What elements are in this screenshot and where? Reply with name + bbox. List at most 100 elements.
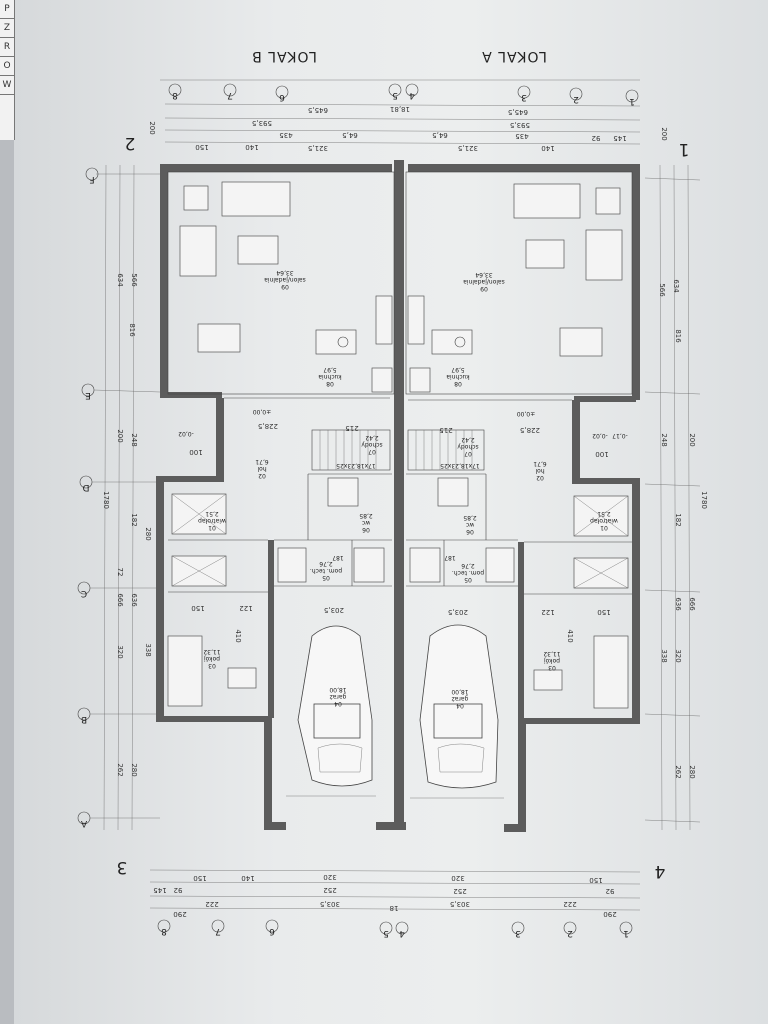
svg-text:18: 18 — [390, 904, 399, 912]
svg-text:303,5: 303,5 — [450, 900, 470, 908]
svg-text:150: 150 — [589, 876, 602, 884]
svg-text:122: 122 — [239, 604, 252, 612]
svg-text:3: 3 — [117, 857, 128, 877]
staircase-b — [311, 429, 391, 471]
svg-text:schody: schody — [457, 443, 479, 450]
svg-text:215: 215 — [439, 426, 452, 434]
room-labels-b: 09 salon/jadalnia 33,64 08 kuchnia 5,97 … — [198, 269, 383, 707]
svg-text:222: 222 — [205, 900, 218, 908]
svg-text:6: 6 — [269, 926, 275, 936]
edge-letter: O — [0, 57, 14, 76]
svg-text:1: 1 — [623, 928, 629, 938]
car-a — [419, 624, 499, 789]
svg-text:06: 06 — [362, 526, 370, 533]
svg-text:92: 92 — [174, 886, 183, 894]
interior-notes: ±0,00 ±0,00 -0,02 -0,02 -0,17 17x18,23x2… — [178, 408, 628, 643]
svg-text:200: 200 — [688, 433, 696, 446]
svg-text:04: 04 — [456, 702, 464, 709]
svg-text:150: 150 — [597, 608, 610, 616]
svg-text:187: 187 — [332, 554, 344, 561]
svg-text:hol: hol — [535, 467, 544, 474]
svg-text:C: C — [81, 588, 87, 598]
svg-text:150: 150 — [191, 604, 204, 612]
svg-text:07: 07 — [464, 450, 472, 457]
svg-text:435: 435 — [279, 131, 292, 139]
svg-text:-0,02: -0,02 — [178, 430, 194, 437]
svg-text:222: 222 — [563, 900, 576, 908]
svg-text:280: 280 — [144, 527, 152, 540]
row-axes-left: F E D C B A — [77, 164, 161, 831]
column-axes-top: 8 7 6 5 4 3 2 1 — [160, 79, 640, 106]
svg-text:252: 252 — [323, 886, 336, 894]
svg-text:645,5: 645,5 — [508, 108, 528, 116]
svg-text:262: 262 — [116, 763, 124, 776]
edge-letter: Z — [0, 19, 14, 38]
svg-text:-0,02: -0,02 — [592, 432, 608, 439]
svg-text:09: 09 — [281, 283, 289, 290]
svg-text:04: 04 — [334, 700, 342, 707]
svg-text:11,32: 11,32 — [203, 648, 220, 655]
svg-text:2,51: 2,51 — [205, 510, 219, 517]
svg-text:182: 182 — [130, 513, 138, 526]
svg-text:2: 2 — [573, 94, 579, 104]
svg-text:435: 435 — [515, 132, 528, 140]
svg-text:01: 01 — [600, 524, 608, 531]
column-axes-bottom: 8 7 6 5 4 3 2 1 150 140 320 320 150 92 1… — [149, 869, 641, 938]
svg-text:410: 410 — [566, 629, 574, 642]
svg-text:4: 4 — [655, 861, 666, 881]
svg-text:1: 1 — [679, 139, 690, 159]
svg-text:06: 06 — [466, 528, 474, 535]
svg-text:18,00: 18,00 — [451, 688, 468, 695]
svg-text:4: 4 — [409, 90, 415, 100]
svg-text:A: A — [80, 818, 87, 828]
svg-text:4: 4 — [399, 928, 405, 938]
svg-text:2,85: 2,85 — [463, 514, 477, 521]
svg-text:140: 140 — [245, 143, 258, 151]
svg-text:320: 320 — [674, 649, 682, 662]
svg-text:593,5: 593,5 — [510, 121, 530, 129]
svg-text:LOKAL B: LOKAL B — [251, 48, 317, 64]
svg-text:200: 200 — [116, 429, 124, 442]
svg-text:1: 1 — [629, 96, 635, 106]
svg-text:150: 150 — [195, 143, 208, 151]
svg-text:5,97: 5,97 — [451, 366, 465, 373]
svg-text:6,71: 6,71 — [533, 460, 547, 467]
svg-text:11,32: 11,32 — [543, 650, 560, 657]
svg-text:schody: schody — [361, 441, 383, 448]
svg-text:08: 08 — [454, 380, 462, 387]
svg-text:252: 252 — [453, 887, 466, 895]
svg-text:2,76: 2,76 — [461, 562, 475, 569]
svg-text:D: D — [82, 482, 89, 492]
corner-number-bl: 3 — [117, 857, 128, 877]
svg-text:09: 09 — [480, 285, 488, 292]
svg-text:pom. tech.: pom. tech. — [310, 567, 342, 574]
svg-text:816: 816 — [674, 329, 682, 343]
svg-text:64,5: 64,5 — [342, 131, 358, 139]
svg-text:634: 634 — [116, 273, 124, 287]
svg-text:2: 2 — [567, 928, 573, 938]
svg-text:E: E — [85, 390, 91, 400]
svg-text:17x18,23x25: 17x18,23x25 — [440, 462, 480, 469]
svg-text:320: 320 — [323, 873, 336, 881]
svg-text:07: 07 — [368, 448, 376, 455]
svg-text:LOKAL A: LOKAL A — [481, 48, 547, 64]
staircase-a — [407, 429, 485, 471]
title-block-edge: P Z R O W — [0, 0, 15, 140]
svg-text:64,5: 64,5 — [432, 131, 448, 139]
dimensions-side: 634 566 816 1780 200 248 182 280 666 636… — [102, 273, 708, 778]
svg-text:666: 666 — [116, 593, 124, 607]
svg-text:5: 5 — [392, 90, 398, 100]
building-walls — [156, 160, 640, 832]
car-b — [297, 625, 373, 787]
svg-text:321,5: 321,5 — [458, 144, 478, 152]
svg-text:6: 6 — [279, 92, 285, 102]
svg-text:±0,00: ±0,00 — [253, 408, 272, 415]
svg-text:92: 92 — [606, 887, 615, 895]
svg-text:5: 5 — [383, 928, 389, 938]
svg-text:203,5: 203,5 — [448, 608, 468, 616]
svg-text:6,71: 6,71 — [255, 458, 269, 465]
dimensions-top: 645,5 645,5 593,5 593,5 18,81 435 435 64… — [148, 103, 668, 152]
svg-text:636: 636 — [674, 597, 682, 611]
svg-text:593,5: 593,5 — [252, 119, 272, 127]
